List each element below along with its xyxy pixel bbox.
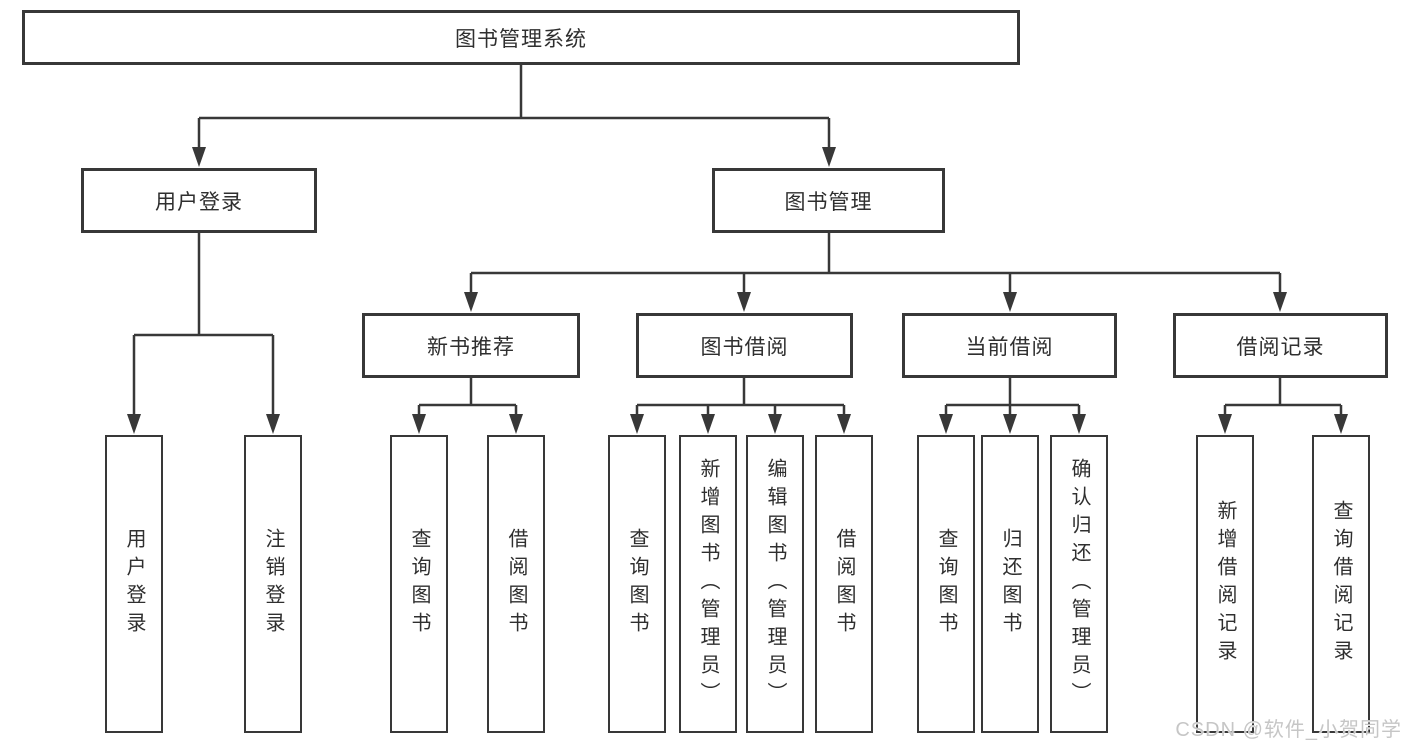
node-label: 归还图书 <box>999 528 1021 640</box>
leaf-user-login: 用户登录 <box>105 435 163 733</box>
leaf-logout-login: 注销登录 <box>244 435 302 733</box>
node-label: 查询图书 <box>408 528 430 640</box>
leaf-bb-edit-books-admin: 编辑图书（管理员） <box>746 435 804 733</box>
node-label: 确认归还（管理员） <box>1068 458 1090 710</box>
node-label: 图书管理系统 <box>455 27 587 51</box>
leaf-br-add-record: 新增借阅记录 <box>1196 435 1254 733</box>
node-label: 借阅图书 <box>505 528 527 640</box>
node-user-login: 用户登录 <box>81 168 317 233</box>
node-label: 借阅记录 <box>1236 335 1325 359</box>
leaf-cb-confirm-return-admin: 确认归还（管理员） <box>1050 435 1108 733</box>
node-label: 查询图书 <box>626 528 648 640</box>
leaf-nb-query-books: 查询图书 <box>390 435 448 733</box>
node-label: 新书推荐 <box>427 335 515 359</box>
node-label: 编辑图书（管理员） <box>764 458 786 710</box>
node-label: 当前借阅 <box>965 335 1054 359</box>
node-label: 新增借阅记录 <box>1214 500 1236 668</box>
leaf-cb-query-books: 查询图书 <box>917 435 975 733</box>
node-label: 借阅图书 <box>833 528 855 640</box>
node-label: 查询图书 <box>935 528 957 640</box>
leaf-bb-query-books: 查询图书 <box>608 435 666 733</box>
leaf-cb-return-books: 归还图书 <box>981 435 1039 733</box>
node-label: 查询借阅记录 <box>1330 500 1352 668</box>
leaf-br-query-record: 查询借阅记录 <box>1312 435 1370 733</box>
leaf-nb-borrow-books: 借阅图书 <box>487 435 545 733</box>
node-label: 注销登录 <box>262 528 284 640</box>
csdn-watermark: CSDN @软件_小贺同学 <box>1175 719 1402 741</box>
node-label: 用户登录 <box>123 528 145 640</box>
node-label: 图书管理 <box>784 190 873 214</box>
node-new-book-recommend: 新书推荐 <box>362 313 580 378</box>
node-library-management-system: 图书管理系统 <box>22 10 1020 65</box>
node-current-borrow: 当前借阅 <box>902 313 1117 378</box>
node-book-borrow: 图书借阅 <box>636 313 853 378</box>
leaf-bb-borrow-books: 借阅图书 <box>815 435 873 733</box>
leaf-bb-add-books-admin: 新增图书（管理员） <box>679 435 737 733</box>
node-label: 新增图书（管理员） <box>697 458 719 710</box>
node-book-management: 图书管理 <box>712 168 945 233</box>
node-label: 用户登录 <box>155 190 243 214</box>
node-label: 图书借阅 <box>700 335 789 359</box>
node-borrow-records: 借阅记录 <box>1173 313 1388 378</box>
